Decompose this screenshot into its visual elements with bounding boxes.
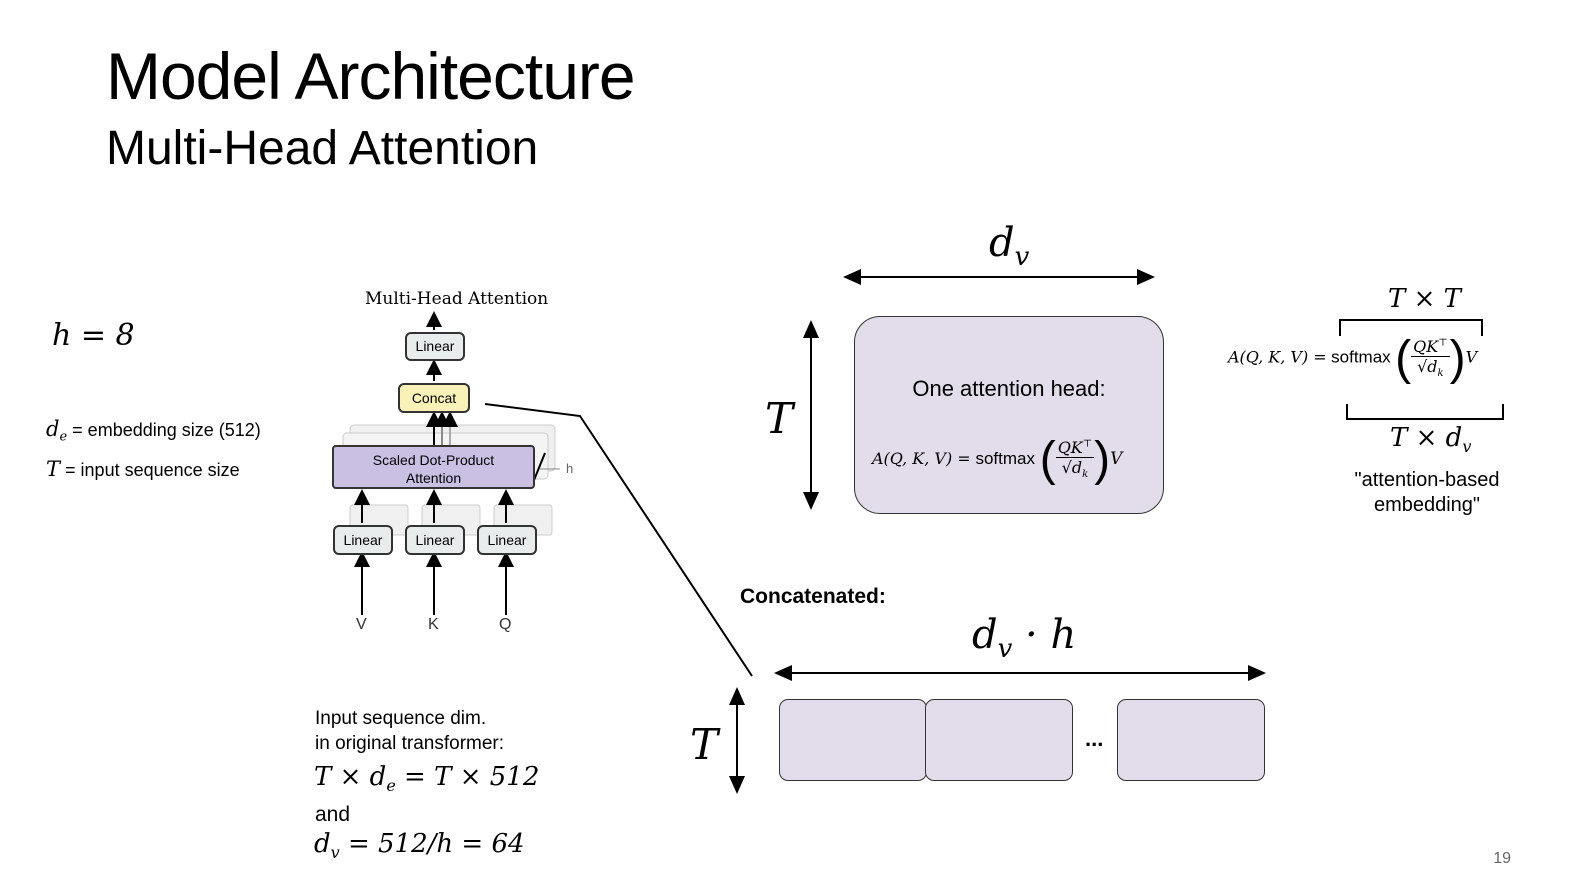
bottom-eq2: dv = 512/h = 64: [314, 829, 525, 863]
head-dim-top: dv: [989, 220, 1030, 272]
T-definition: T = input sequence size: [46, 457, 240, 481]
h-label: h: [566, 461, 574, 476]
attention-box: Scaled Dot-Product Attention: [332, 445, 535, 489]
linear-v-box: Linear: [333, 525, 393, 555]
input-q: Q: [499, 616, 512, 633]
concat-box: Concat: [398, 383, 470, 413]
page-number: 19: [1493, 850, 1511, 867]
concat-dim-top: dv · h: [972, 612, 1077, 664]
linear-k-box: Linear: [405, 525, 465, 555]
concat-dim-left: T: [690, 720, 719, 769]
concat-head-segment: [1117, 699, 1265, 781]
bottom-note: Input sequence dim. in original transfor…: [315, 708, 505, 754]
slide-subtitle: Multi-Head Attention: [106, 122, 539, 175]
right-bottom-dim: T × dv: [1390, 423, 1472, 457]
attention-head-box: [854, 316, 1164, 514]
concat-head-segment: [779, 699, 927, 781]
attention-head-label: One attention head:: [912, 376, 1106, 401]
right-top-dim: T × T: [1388, 284, 1461, 314]
head-dim-left: T: [765, 394, 794, 443]
attention-head-formula: A(Q, K, V) = softmax (QK⊤√dk)V: [872, 433, 1123, 486]
concat-ellipsis: ...: [1085, 726, 1104, 751]
bottom-eq1: T × de = T × 512: [314, 762, 540, 796]
right-formula: A(Q, K, V) = softmax (QK⊤√dk)V: [1228, 332, 1478, 385]
figure-title: Multi-Head Attention: [365, 289, 549, 309]
right-caption: "attention-based embedding": [1354, 469, 1500, 516]
linear-q-box: Linear: [477, 525, 537, 555]
input-k: K: [428, 616, 439, 633]
bottom-and: and: [315, 803, 351, 826]
concat-head-segment: [925, 699, 1073, 781]
slide-title: Model Architecture: [106, 39, 636, 113]
linear-top-box: Linear: [405, 332, 465, 361]
heads-equation: h = 8: [52, 318, 135, 353]
input-v: V: [356, 616, 367, 633]
concat-label: Concatenated:: [740, 585, 886, 608]
de-definition: de = embedding size (512): [46, 417, 261, 445]
